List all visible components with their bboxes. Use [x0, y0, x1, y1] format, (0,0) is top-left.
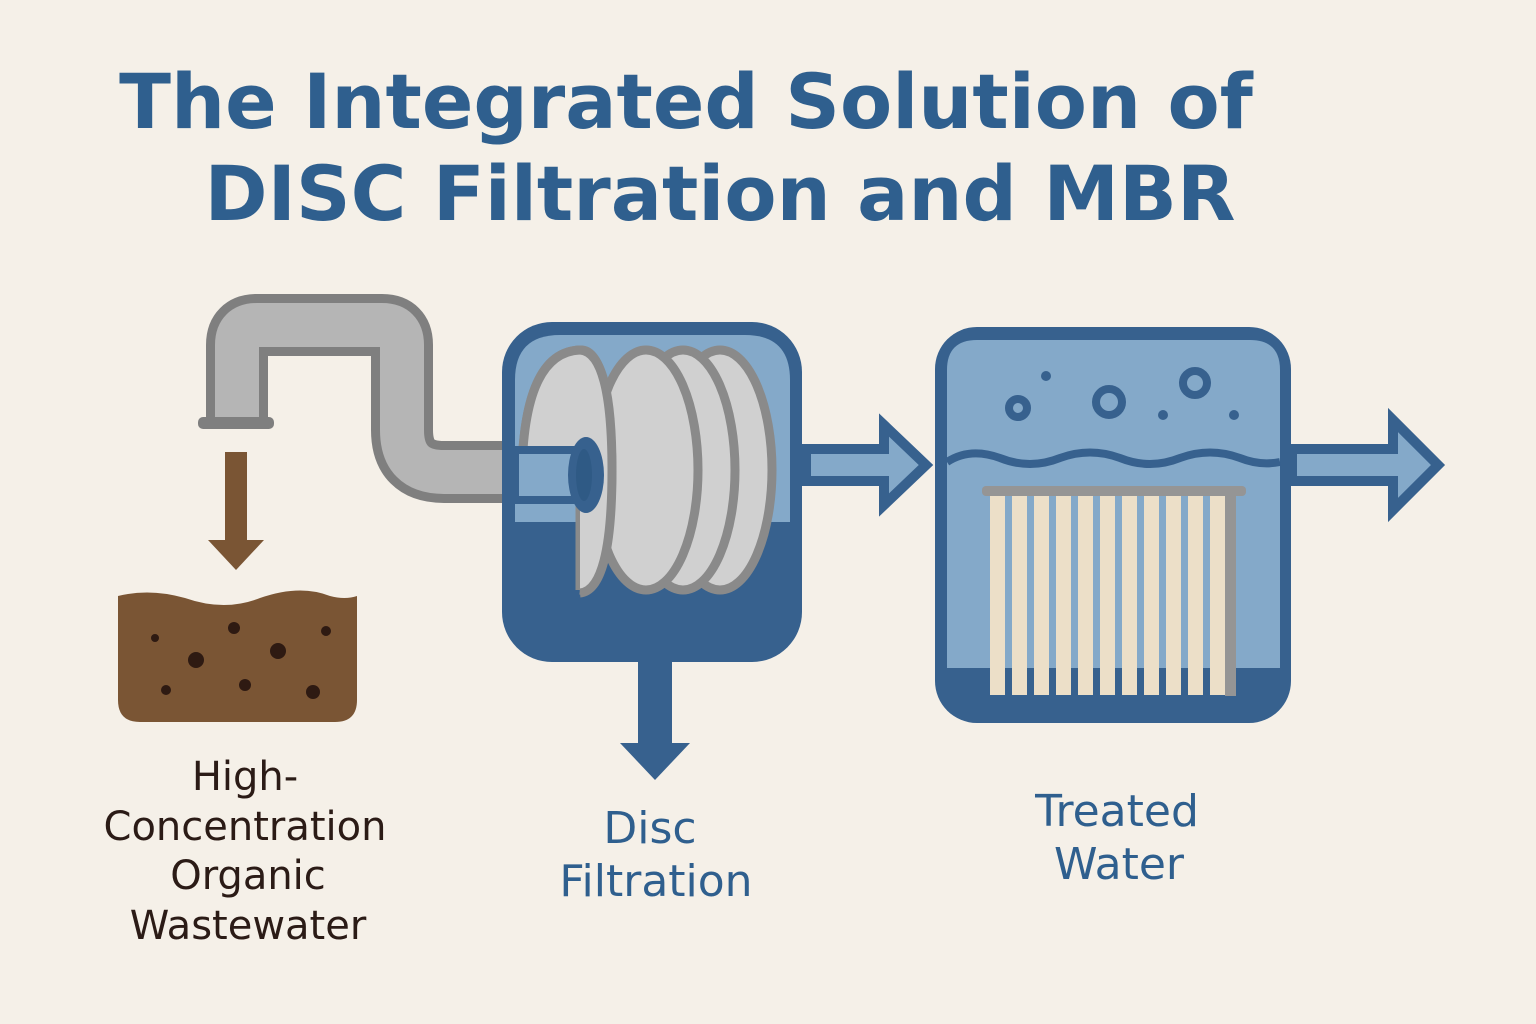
membrane-fiber — [1034, 496, 1049, 695]
membrane-fiber — [1012, 496, 1027, 695]
treated-label-line: Treated — [1034, 786, 1199, 837]
membrane-fiber — [1056, 496, 1071, 695]
inlet-pipe — [198, 294, 515, 503]
wastewater-down-arrow — [208, 452, 264, 570]
title-line-1: The Integrated Solution of — [119, 57, 1254, 146]
membrane-fiber — [1144, 496, 1159, 695]
membrane-fiber — [1210, 496, 1225, 695]
treated-water-label: Treated Water — [1034, 786, 1199, 890]
wastewater-label-line: Concentration — [104, 804, 387, 850]
air-bubbles — [1005, 367, 1211, 421]
membrane-fiber — [990, 496, 1005, 695]
membrane-module — [982, 486, 1246, 696]
disc-label-line: Filtration — [559, 856, 752, 907]
title-line-2: DISC Filtration and MBR — [205, 149, 1236, 238]
membrane-fiber — [1166, 496, 1181, 695]
wastewater-sludge — [118, 590, 357, 722]
disc-filter-tank — [502, 322, 802, 662]
disc-outlet-arrow — [620, 660, 690, 780]
treated-water-outlet-arrow — [1287, 407, 1446, 523]
wastewater-label-line: Organic — [170, 853, 326, 899]
mbr-tank — [935, 327, 1291, 723]
membrane-fiber — [1100, 496, 1115, 695]
membrane-fiber — [1122, 496, 1137, 695]
wastewater-label-line: Wastewater — [130, 903, 367, 949]
filter-discs — [517, 345, 777, 598]
treated-label-line: Water — [1054, 839, 1185, 890]
disc-label-line: Disc — [603, 803, 696, 854]
membrane-fiber — [1188, 496, 1203, 695]
wastewater-label: High- Concentration Organic Wastewater — [104, 754, 387, 949]
flow-arrow-to-mbr — [801, 413, 934, 517]
disc-filtration-label: Disc Filtration — [559, 803, 752, 907]
wastewater-label-line: High- — [192, 754, 298, 800]
membrane-fiber — [1078, 496, 1093, 695]
